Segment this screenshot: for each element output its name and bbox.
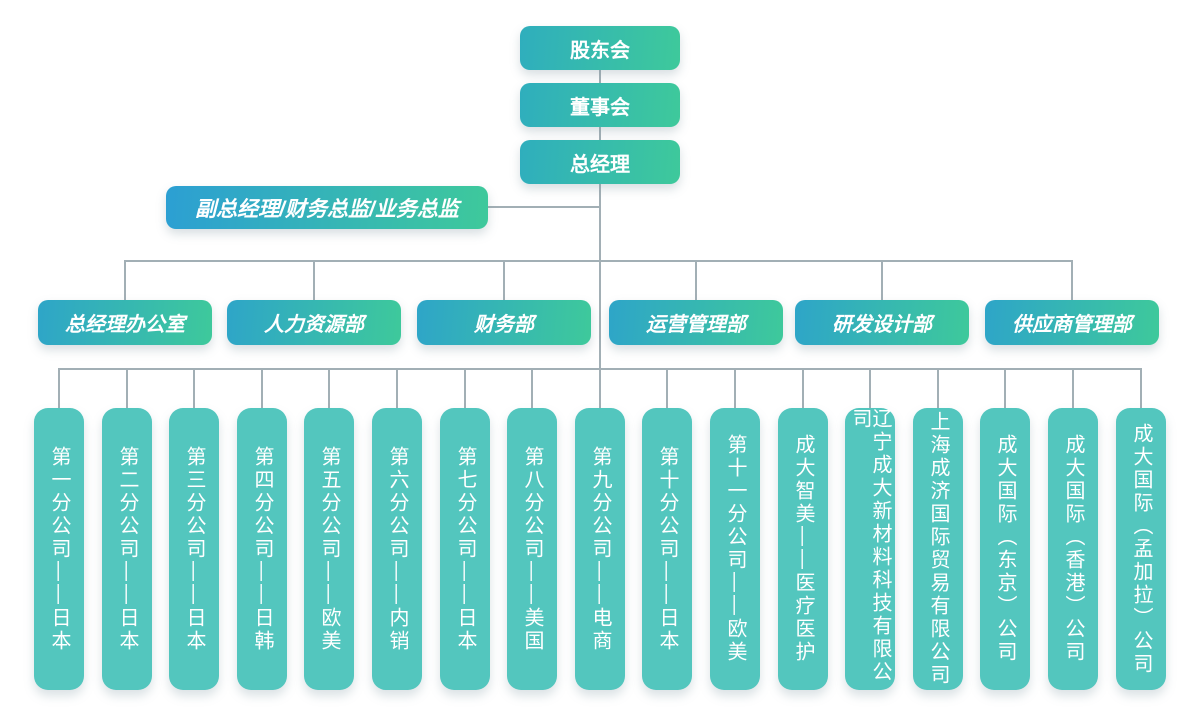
connector-center-vertical [599,48,601,370]
branch-label: 成大国际（孟加拉）公司 [1130,422,1152,676]
branch-label: 辽宁成大新材料科技有限公司 [849,408,891,684]
dept-human-resources: 人力资源部 [227,300,401,345]
connector-side-node [488,206,600,208]
branch-4-japan-korea: 第四分公司——日韩 [237,408,287,690]
branch-6-domestic: 第六分公司——内销 [372,408,422,690]
dept-operations-management: 运营管理部 [609,300,783,345]
branch-label: 第一分公司——日本 [48,445,70,653]
branch-label: 成大国际（香港）公司 [1062,434,1084,664]
connector-branch-stub [734,368,736,410]
branch-5-europe-america: 第五分公司——欧美 [304,408,354,690]
dept-finance: 财务部 [417,300,591,345]
connector-dept-stub [881,260,883,302]
dept-supplier-management: 供应商管理部 [985,300,1159,345]
node-deputy-gm-cfo-business-director: 副总经理/财务总监/业务总监 [166,186,488,229]
connector-dept-stub [1071,260,1073,302]
connector-departments-rail [124,260,1073,262]
branch-label: 第十分公司——日本 [656,445,678,653]
connector-branch-stub [464,368,466,410]
node-general-manager: 总经理 [520,140,680,184]
connector-branch-stub [1004,368,1006,410]
connector-dept-stub [503,260,505,302]
dept-rd-design: 研发设计部 [795,300,969,345]
branch-label: 第五分公司——欧美 [318,445,340,653]
branch-3-japan: 第三分公司——日本 [169,408,219,690]
connector-dept-stub [695,260,697,302]
node-board-of-directors: 董事会 [520,83,680,127]
connector-branch-stub [193,368,195,410]
connector-branch-stub [666,368,668,410]
branch-label: 第七分公司——日本 [454,445,476,653]
branch-label: 第六分公司——内销 [386,445,408,653]
connector-branch-stub [396,368,398,410]
connector-branch-stub [126,368,128,410]
branch-label: 上海成济国际贸易有限公司 [927,411,949,687]
connector-branch-stub [328,368,330,410]
dept-general-manager-office: 总经理办公室 [38,300,212,345]
branch-10-japan: 第十分公司——日本 [642,408,692,690]
branch-label: 第十一分公司——欧美 [724,434,746,664]
branch-shanghai-chengji-trading: 上海成济国际贸易有限公司 [913,408,963,690]
branch-label: 成大国际（东京）公司 [994,434,1016,664]
branch-label: 第三分公司——日本 [183,445,205,653]
node-shareholders-meeting: 股东会 [520,26,680,70]
connector-branch-stub [869,368,871,410]
branch-11-europe-america: 第十一分公司——欧美 [710,408,760,690]
connector-branch-stub [261,368,263,410]
connector-branch-stub [1140,368,1142,410]
branch-1-japan: 第一分公司——日本 [34,408,84,690]
branch-label: 第九分公司——电商 [589,445,611,653]
connector-branch-stub [802,368,804,410]
branch-label: 第四分公司——日韩 [251,445,273,653]
branch-7-japan: 第七分公司——日本 [440,408,490,690]
branch-label: 第二分公司——日本 [116,445,138,653]
connector-branch-stub [58,368,60,410]
branch-chengda-international-hongkong: 成大国际（香港）公司 [1048,408,1098,690]
connector-branch-stub [1072,368,1074,410]
branch-liaoning-chengda-new-materials: 辽宁成大新材料科技有限公司 [845,408,895,690]
connector-dept-stub [313,260,315,302]
branch-chengda-international-bangladesh: 成大国际（孟加拉）公司 [1116,408,1166,690]
branch-chengda-international-tokyo: 成大国际（东京）公司 [980,408,1030,690]
branch-2-japan: 第二分公司——日本 [102,408,152,690]
branch-8-usa: 第八分公司——美国 [507,408,557,690]
connector-branch-stub [599,368,601,410]
branch-9-ecommerce: 第九分公司——电商 [575,408,625,690]
connector-branch-stub [937,368,939,410]
branch-label: 成大智美——医疗医护 [792,434,814,664]
connector-branch-stub [531,368,533,410]
branch-label: 第八分公司——美国 [521,445,543,653]
branch-chengda-zhimei-medical: 成大智美——医疗医护 [778,408,828,690]
connector-dept-stub [124,260,126,302]
